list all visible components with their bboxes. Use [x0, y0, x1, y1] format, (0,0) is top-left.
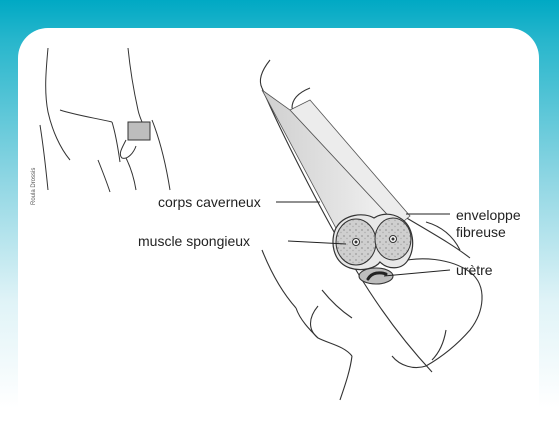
body-thumbnail [40, 48, 170, 192]
leader-uretre [384, 270, 450, 276]
label-muscle-spongieux: muscle spongieux [138, 233, 250, 249]
artist-credit: Roula Drossis [31, 168, 37, 205]
label-enveloppe: enveloppe [456, 207, 521, 223]
corpus-cavernosum-left [336, 219, 376, 265]
anatomy-diagram: Roula Drossis [0, 0, 559, 408]
label-corps-caverneux: corps caverneux [158, 194, 261, 210]
corpora-shaft [262, 90, 410, 232]
label-uretre: urètre [456, 262, 493, 278]
corpus-cavernosum-right [375, 218, 411, 260]
zoom-region-box [128, 122, 150, 140]
label-fibreuse: fibreuse [456, 224, 506, 240]
